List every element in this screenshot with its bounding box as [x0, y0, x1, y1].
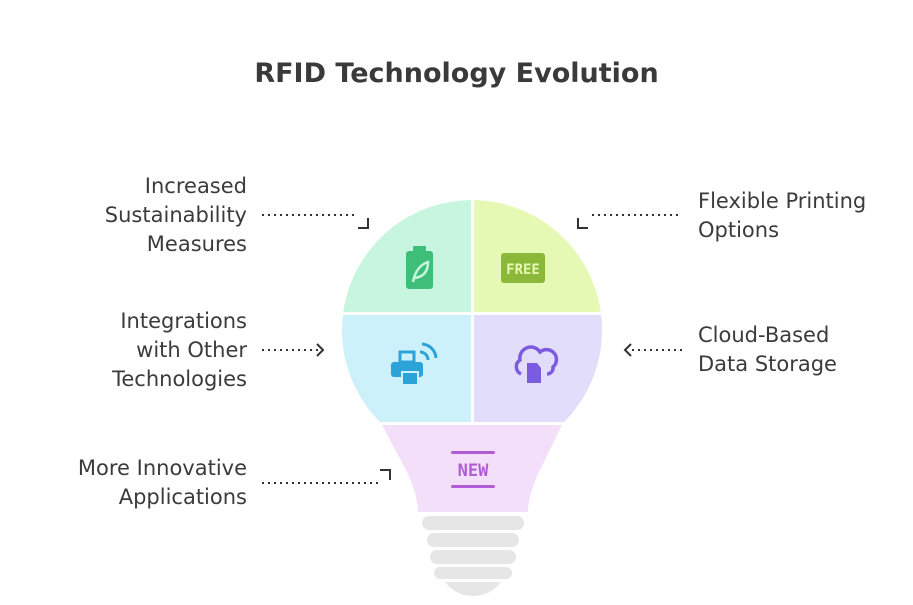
battery-leaf-icon	[406, 246, 433, 289]
connector-integrations	[262, 343, 325, 357]
connector-cloud-storage	[623, 343, 682, 357]
label-innovative-applications: More Innovative Applications	[77, 456, 247, 509]
new-badge-icon: NEW	[451, 451, 495, 488]
segment-flexible-printing	[474, 200, 602, 312]
connector-innovative-applications	[262, 469, 391, 484]
label-sustainability: Increased Sustainability Measures	[104, 174, 247, 256]
cloud-upload-file-icon	[514, 345, 559, 383]
free-tag-icon: FREE	[501, 253, 545, 283]
connector-sustainability	[262, 214, 369, 229]
label-flexible-printing: Flexible Printing Options	[698, 189, 867, 242]
segment-cloud-storage	[474, 315, 602, 422]
free-badge-text: FREE	[506, 262, 540, 278]
new-badge-text: NEW	[458, 461, 489, 481]
label-integrations: Integrations with Other Technologies	[112, 309, 247, 391]
label-cloud-storage: Cloud-Based Data Storage	[698, 323, 837, 376]
diagram-title: RFID Technology Evolution	[254, 58, 659, 89]
segment-sustainability	[342, 200, 471, 312]
connector-flexible-printing	[577, 214, 682, 229]
wireless-printer-icon	[391, 342, 438, 386]
bulb-base	[422, 516, 524, 596]
